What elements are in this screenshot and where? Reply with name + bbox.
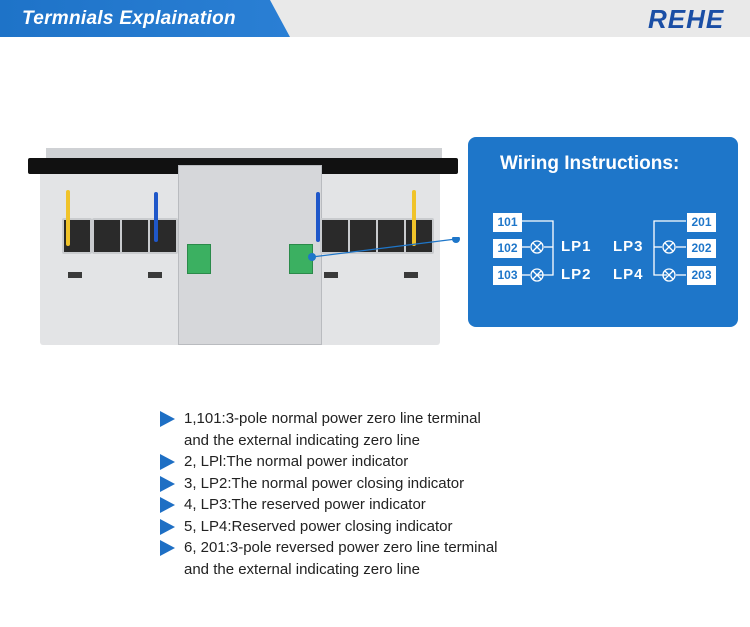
blue-wire-right (316, 192, 320, 242)
device-center-module (178, 165, 322, 345)
page-title: Termnials Explaination (22, 8, 236, 29)
list-item-text-continued: and the external indicating zero line (184, 431, 420, 449)
arrow-bullet-icon (160, 411, 175, 427)
callout-connector (308, 237, 460, 261)
terminal-description-list: 1,101:3-pole normal power zero line term… (160, 408, 498, 580)
lamp-label-lp2: LP2 (561, 266, 592, 283)
terminal-label-201: 201 (687, 213, 716, 232)
list-item: 4, LP3:The reserved power indicator (160, 494, 498, 516)
wiring-title: Wiring Instructions: (500, 153, 680, 174)
list-item: 3, LP2:The normal power closing indicato… (160, 473, 498, 495)
arrow-bullet-icon (160, 475, 175, 492)
list-item-text: 2, LPl:The normal power indicator (184, 453, 409, 470)
arrow-bullet-icon (160, 518, 175, 535)
device-slot (148, 272, 162, 278)
list-item-text: 1,101:3-pole normal power zero line term… (184, 410, 481, 427)
yellow-wire-right (412, 190, 416, 246)
list-item: 2, LPl:The normal power indicator (160, 451, 498, 473)
switch-device-image (28, 140, 458, 350)
terminal-label-101: 101 (493, 213, 522, 232)
terminal-label-203: 203 (687, 266, 716, 285)
terminal-left-2 (92, 218, 122, 254)
lamp-label-lp3: LP3 (613, 238, 644, 255)
list-item-text: 5, LP4:Reserved power closing indicator (184, 517, 453, 535)
terminal-right-1 (320, 218, 350, 254)
list-item-text: 6, 201:3-pole reversed power zero line t… (184, 539, 498, 556)
terminal-label-103: 103 (493, 266, 522, 285)
lamp-label-lp4: LP4 (613, 266, 644, 283)
lamp-label-lp1: LP1 (561, 238, 592, 255)
header-title-tab (0, 0, 290, 37)
device-rail (46, 148, 442, 160)
list-item: 5, LP4:Reserved power closing indicator (160, 516, 498, 538)
device-slot (324, 272, 338, 278)
arrow-bullet-icon (160, 540, 175, 556)
terminal-left-3 (120, 218, 150, 254)
terminal-label-202: 202 (687, 239, 716, 258)
brand-logo: REHE (648, 4, 725, 34)
arrow-bullet-icon (160, 497, 175, 513)
terminal-label-102: 102 (493, 239, 522, 258)
device-slot (68, 272, 82, 278)
terminal-left-4 (148, 218, 178, 254)
wiring-schematic-lines (520, 220, 686, 282)
list-item-text: 3, LP2:The normal power closing indicato… (184, 474, 465, 492)
terminal-right-4 (404, 218, 434, 254)
yellow-wire-left (66, 190, 70, 246)
wiring-instructions-panel: Wiring Instructions: 101 102 103 (468, 137, 738, 327)
list-item: 1,101:3-pole normal power zero line term… (160, 408, 498, 451)
list-item-text-continued: and the external indicating zero line (184, 560, 420, 578)
list-item: 6, 201:3-pole reversed power zero line t… (160, 537, 498, 580)
green-terminal-left (187, 244, 211, 274)
list-item-text: 4, LP3:The reserved power indicator (184, 496, 426, 513)
device-slot (404, 272, 418, 278)
arrow-bullet-icon (160, 454, 175, 470)
blue-wire-left (154, 192, 158, 242)
